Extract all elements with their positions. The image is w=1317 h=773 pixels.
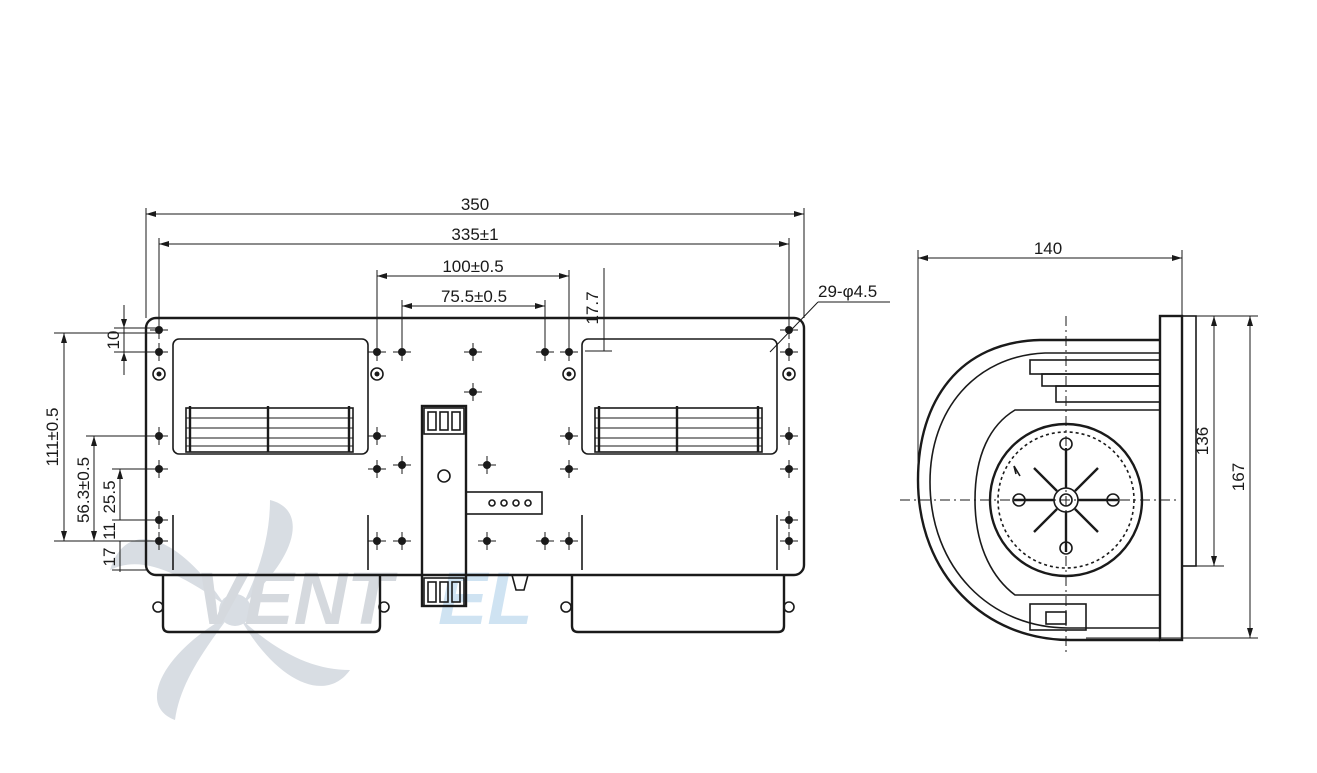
hole-crosshair bbox=[536, 532, 554, 550]
dim-136: 136 bbox=[1193, 315, 1224, 567]
watermark: VENT EL bbox=[110, 500, 533, 720]
hole-crosshair bbox=[560, 532, 578, 550]
mounting-holes bbox=[150, 321, 798, 550]
watermark-text-accent: EL bbox=[438, 557, 533, 640]
hole-crosshair bbox=[780, 532, 798, 550]
dim-167: 167 bbox=[1086, 315, 1258, 639]
dim-left-11-label: 11 bbox=[100, 522, 119, 540]
hole-crosshair bbox=[478, 532, 496, 550]
rotation-arrow-icon bbox=[1013, 465, 1021, 477]
boss-center bbox=[374, 371, 380, 377]
hole-crosshair bbox=[560, 427, 578, 445]
hole-crosshair bbox=[560, 343, 578, 361]
motor-bracket bbox=[420, 404, 543, 608]
left-housing bbox=[172, 338, 369, 455]
hole-crosshair bbox=[560, 460, 578, 478]
hole-crosshair bbox=[368, 343, 386, 361]
hole-crosshair bbox=[393, 532, 411, 550]
bracket-bottom-terminal bbox=[423, 577, 465, 607]
connector-block bbox=[465, 491, 543, 515]
side-height-inner-label: 136 bbox=[1193, 427, 1212, 455]
dim-left-17-label: 17 bbox=[100, 548, 119, 567]
left-outlet-duct bbox=[161, 575, 382, 634]
dim-350: 350 bbox=[145, 195, 805, 318]
boss-ring bbox=[782, 367, 796, 381]
dim-left-111-label: 111±0.5 bbox=[43, 408, 62, 467]
boss-center bbox=[156, 371, 162, 377]
dim-hole-spec: 29-φ4.5 bbox=[769, 282, 890, 353]
boss-ring bbox=[562, 367, 576, 381]
hole-crosshair bbox=[464, 383, 482, 401]
boss-ring bbox=[370, 367, 384, 381]
housing-lower-edges bbox=[172, 515, 778, 570]
watermark-text-main: VENT bbox=[195, 557, 398, 640]
front-view: 350 335±1 100±0.5 75.5±0.5 bbox=[43, 195, 890, 634]
scroll-housing-inner bbox=[929, 352, 1160, 629]
dim-left-top-label: 10 bbox=[104, 331, 123, 350]
dim-hole-span-label: 335±1 bbox=[451, 225, 498, 244]
hole-crosshair bbox=[780, 511, 798, 529]
dim-top-offset-label: 17.7 bbox=[583, 291, 602, 324]
mounting-plate bbox=[144, 316, 806, 577]
dim-hole-spec-label: 29-φ4.5 bbox=[818, 282, 877, 301]
hole-crosshair bbox=[536, 343, 554, 361]
dim-left-25-label: 25.5 bbox=[100, 480, 119, 513]
right-housing bbox=[581, 338, 778, 455]
hole-crosshair bbox=[478, 456, 496, 474]
dim-left-56-label: 56.3±0.5 bbox=[74, 457, 93, 523]
top-tube-2 bbox=[1041, 373, 1161, 387]
hole-crosshair bbox=[780, 427, 798, 445]
top-tube-1 bbox=[1029, 359, 1161, 375]
left-fan-grille bbox=[185, 406, 354, 453]
hole-crosshair bbox=[464, 343, 482, 361]
dim-100: 100±0.5 bbox=[376, 257, 570, 345]
dim-140: 140 bbox=[917, 239, 1183, 480]
boss-ring bbox=[152, 367, 166, 381]
hole-crosshair bbox=[393, 456, 411, 474]
right-outlet-duct bbox=[570, 575, 786, 634]
hole-crosshair bbox=[368, 532, 386, 550]
hole-crosshair bbox=[780, 343, 798, 361]
hole-crosshair bbox=[368, 427, 386, 445]
scroll-housing-outer bbox=[916, 338, 1160, 642]
bracket-top-terminal bbox=[423, 407, 465, 435]
dim-335: 335±1 bbox=[158, 225, 790, 326]
side-height-outer-label: 167 bbox=[1229, 463, 1248, 491]
boss-center bbox=[786, 371, 792, 377]
dim-75: 75.5±0.5 bbox=[401, 287, 546, 345]
dim-left-stack: 10 111±0.5 56.3±0.5 25.5 11 17 bbox=[43, 305, 160, 572]
dim-total-width-label: 350 bbox=[461, 195, 489, 214]
hole-crosshair bbox=[368, 460, 386, 478]
bottom-outlet bbox=[1029, 603, 1087, 631]
dim-17-7: 17.7 bbox=[583, 268, 612, 352]
boss-center bbox=[566, 371, 572, 377]
side-view: 140 136 167 bbox=[900, 239, 1258, 652]
side-width-label: 140 bbox=[1034, 239, 1062, 258]
dim-center-inner-label: 75.5±0.5 bbox=[441, 287, 507, 306]
hole-crosshair bbox=[393, 343, 411, 361]
dim-center-outer-label: 100±0.5 bbox=[442, 257, 503, 276]
right-fan-grille bbox=[594, 406, 763, 453]
watermark-fan-icon bbox=[110, 500, 350, 720]
top-tube-3 bbox=[1055, 385, 1161, 403]
side-flange bbox=[1158, 314, 1184, 642]
hole-crosshair bbox=[780, 460, 798, 478]
